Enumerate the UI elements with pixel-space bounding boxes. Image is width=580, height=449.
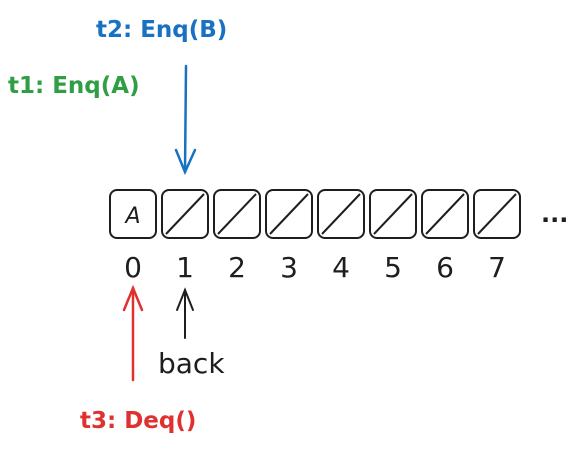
cell-7 (473, 189, 521, 239)
cell-5 (369, 189, 417, 239)
index-1: 1 (176, 251, 194, 284)
cell-3 (265, 189, 313, 239)
t3-label: t3: Deq() (80, 408, 196, 434)
back-label: back (158, 347, 225, 380)
index-3: 3 (280, 251, 298, 284)
index-4: 4 (332, 251, 350, 284)
back-arrow (176, 287, 194, 339)
t2-arrow (174, 64, 197, 176)
index-0: 0 (124, 251, 142, 284)
ellipsis: ... (541, 200, 568, 228)
index-7: 7 (488, 251, 506, 284)
t3-arrow (122, 284, 144, 382)
index-6: 6 (436, 251, 454, 284)
index-2: 2 (228, 251, 246, 284)
t2-label: t2: Enq(B) (96, 17, 227, 43)
t1-label: t1: Enq(A) (8, 73, 140, 99)
cell-1 (161, 189, 209, 239)
cell-0: A (109, 189, 157, 239)
cell-4 (317, 189, 365, 239)
cell-2 (213, 189, 261, 239)
cell-6 (421, 189, 469, 239)
index-5: 5 (384, 251, 402, 284)
cell-0-content: A (123, 204, 140, 229)
